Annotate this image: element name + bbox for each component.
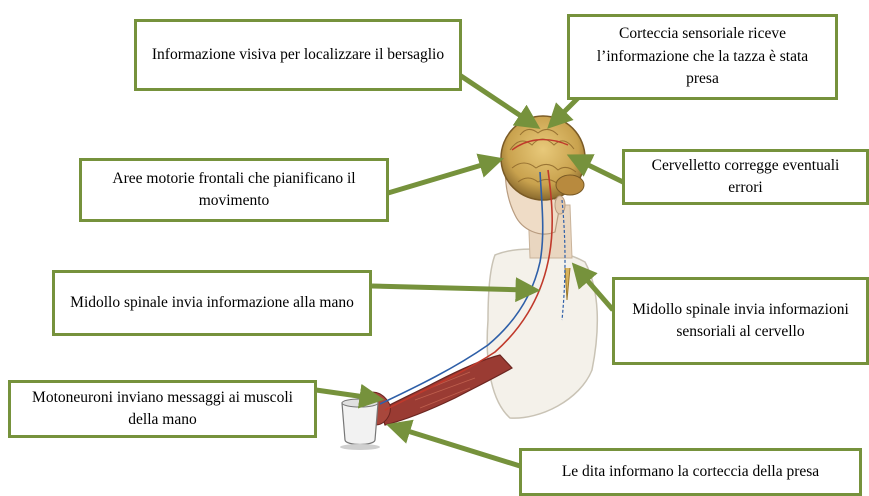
label-sensory-cortex: Corteccia sensoriale riceve l’informazio…	[567, 14, 838, 100]
label-visual-info: Informazione visiva per localizzare il b…	[134, 19, 462, 91]
label-sensory-cortex-text: Corteccia sensoriale riceve l’informazio…	[580, 23, 825, 90]
label-cerebellum-text: Cervelletto corregge eventuali errori	[635, 155, 856, 200]
label-motoneurons: Motoneuroni inviano messaggi ai muscoli …	[8, 380, 317, 438]
arrow-visual-info	[452, 70, 530, 122]
label-visual-info-text: Informazione visiva per localizzare il b…	[152, 44, 444, 66]
label-spinal-to-hand: Midollo spinale invia informazione alla …	[52, 270, 372, 336]
label-spinal-to-hand-text: Midollo spinale invia informazione alla …	[70, 292, 354, 314]
label-frontal-motor: Aree motorie frontali che pianificano il…	[79, 158, 389, 222]
forearm	[380, 355, 512, 425]
label-motoneurons-text: Motoneuroni inviano messaggi ai muscoli …	[21, 387, 304, 432]
arrow-fingers	[398, 428, 520, 466]
arrow-cerebellum	[578, 160, 623, 182]
label-cerebellum: Cervelletto corregge eventuali errori	[622, 149, 869, 205]
label-frontal-motor-text: Aree motorie frontali che pianificano il…	[92, 168, 376, 213]
cup-shadow	[340, 444, 380, 450]
cerebellum-region	[556, 175, 584, 195]
arrow-motoneurons	[316, 390, 372, 398]
label-spinal-to-brain: Midollo spinale invia informazioni senso…	[612, 277, 869, 365]
cup	[342, 403, 378, 445]
cup-rim	[342, 399, 378, 407]
label-fingers: Le dita informano la corteccia della pre…	[519, 448, 862, 496]
label-fingers-text: Le dita informano la corteccia della pre…	[562, 461, 819, 483]
label-spinal-to-brain-text: Midollo spinale invia informazioni senso…	[625, 299, 856, 344]
arrow-frontal-motor	[388, 162, 492, 193]
